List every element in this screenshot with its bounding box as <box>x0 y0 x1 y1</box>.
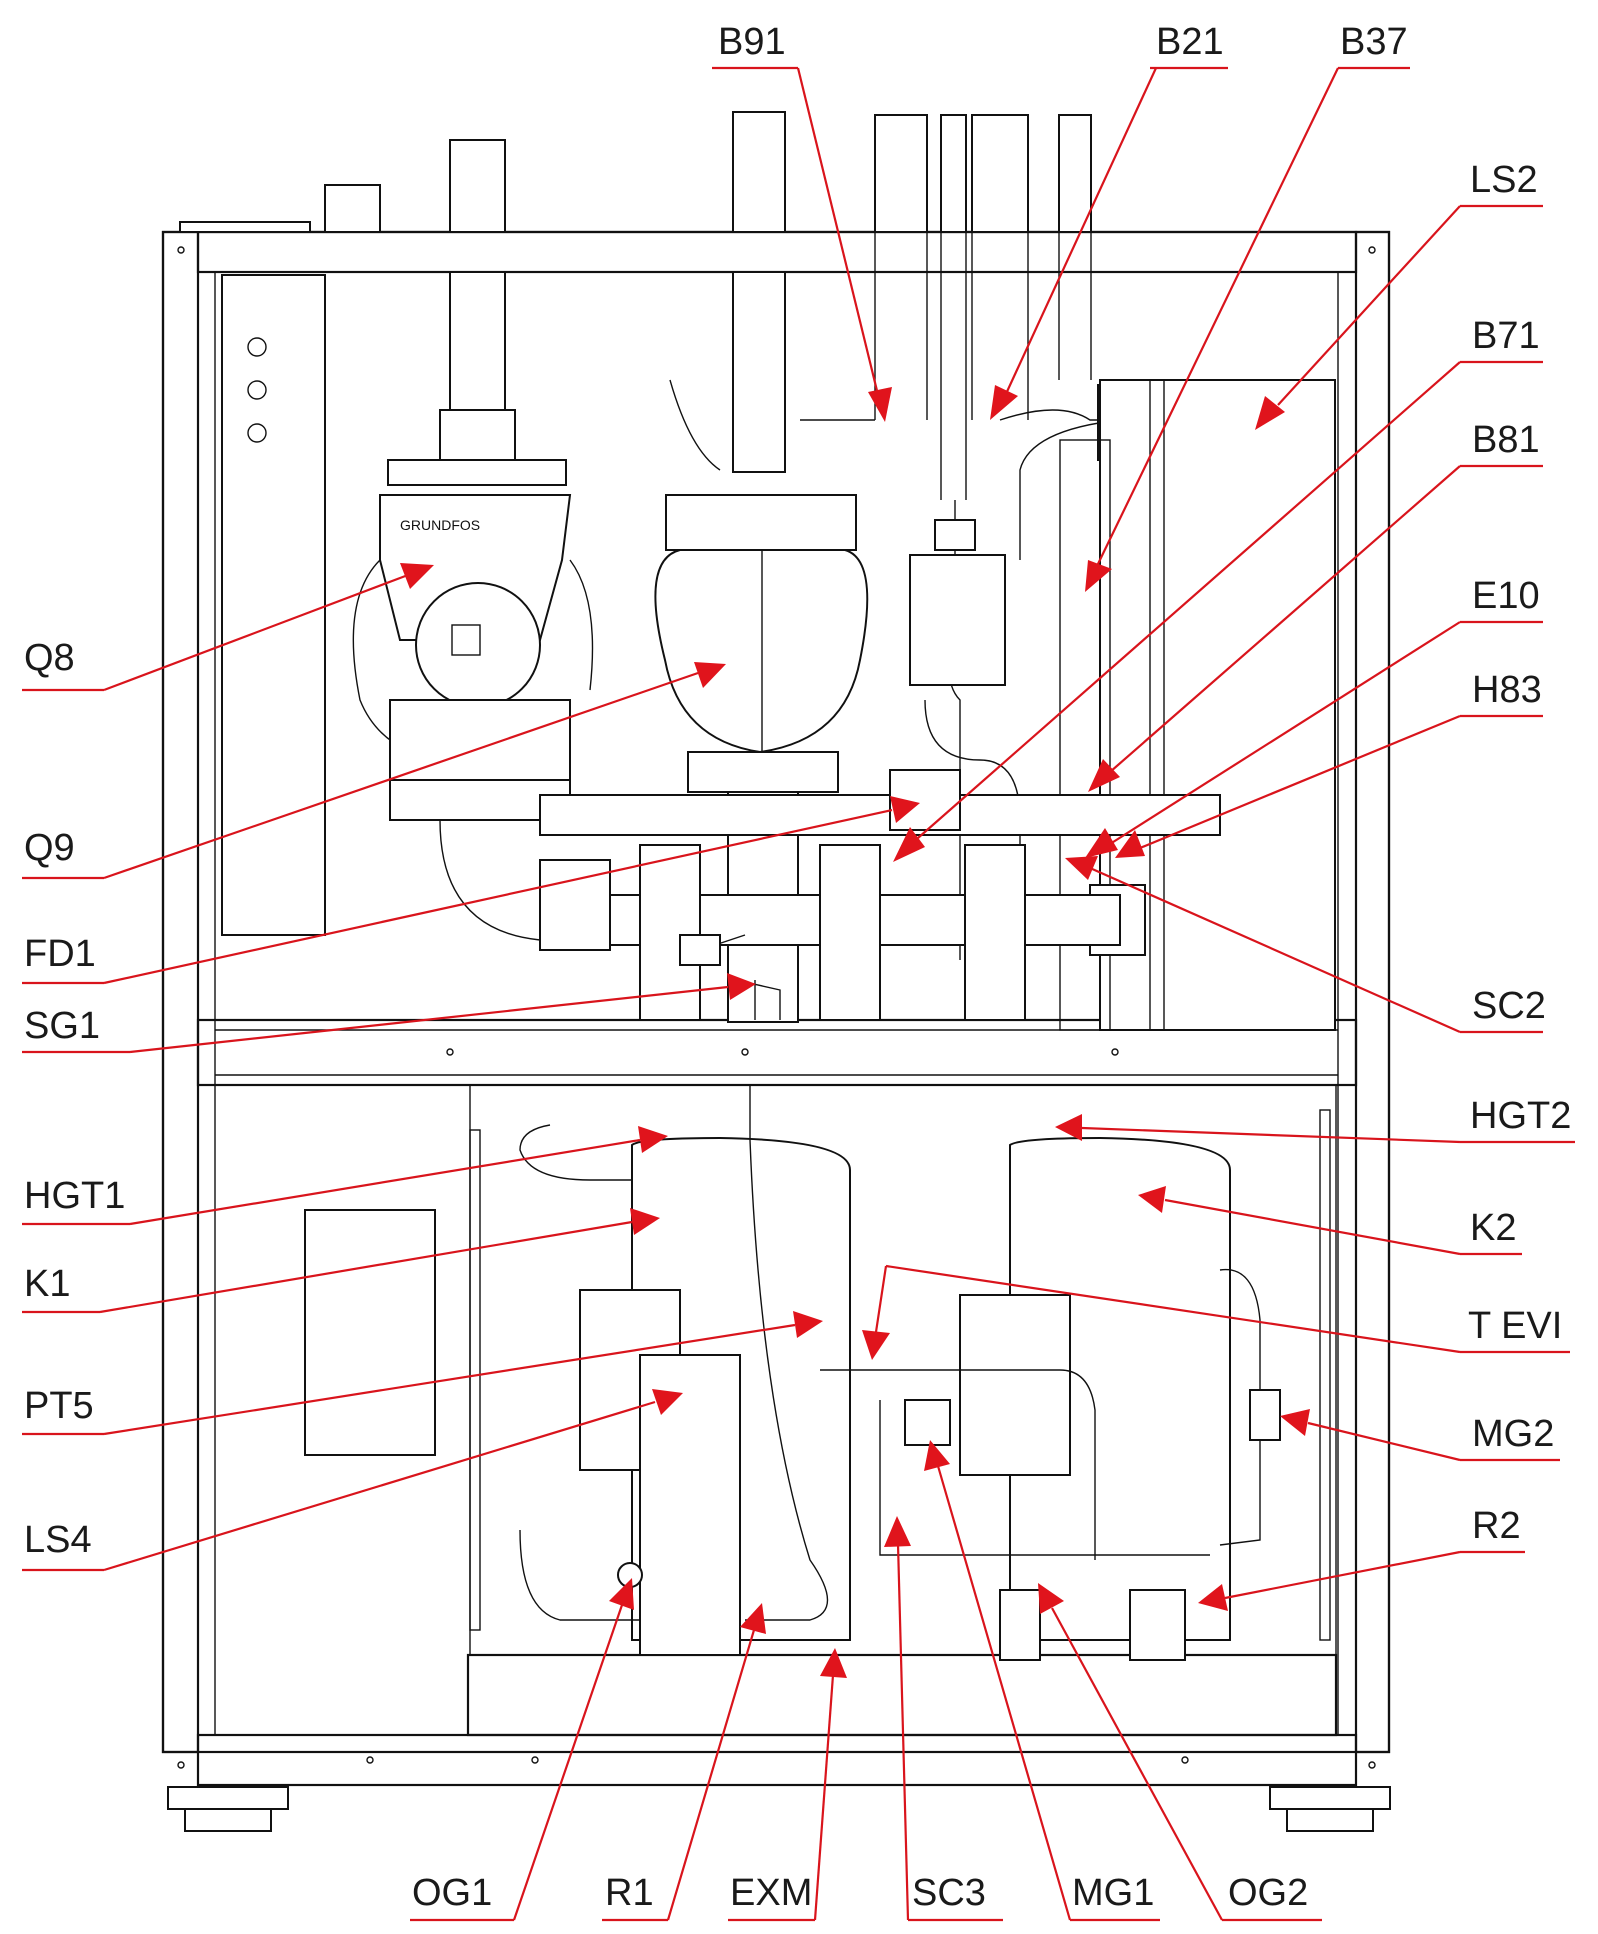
label-sg1: SG1 <box>24 1005 100 1047</box>
callout-ls4: LS4 <box>22 1389 683 1572</box>
callout-k2: K2 <box>1138 1186 1522 1256</box>
label-ls4: LS4 <box>24 1519 92 1561</box>
lower-compartment <box>304 1084 1337 1656</box>
callout-mg1: MG1 <box>924 1440 1160 1922</box>
label-q9: Q9 <box>24 827 75 869</box>
central-manifold <box>539 769 1221 1021</box>
compressor-piping <box>519 1085 1210 1661</box>
top-connection-stubs <box>179 111 1092 233</box>
callout-t-evi: T EVI <box>862 1264 1570 1360</box>
callout-e10: E10 <box>1085 575 1543 858</box>
label-pt5: PT5 <box>24 1385 94 1427</box>
label-mg2: MG2 <box>1472 1413 1554 1455</box>
callout-b91: B91 <box>712 21 892 422</box>
label-sc2: SC2 <box>1472 985 1546 1027</box>
callout-og1: OG1 <box>410 1578 634 1922</box>
label-b71: B71 <box>1472 315 1540 357</box>
callout-b71: B71 <box>893 315 1543 862</box>
callout-q8: Q8 <box>22 563 434 692</box>
callout-r1: R1 <box>602 1603 766 1922</box>
callout-ls2: LS2 <box>1255 159 1543 430</box>
label-k2: K2 <box>1470 1207 1516 1249</box>
q9-pump-vessel <box>654 271 869 1023</box>
label-og1: OG1 <box>412 1872 492 1914</box>
label-b81: B81 <box>1472 419 1540 461</box>
callout-q9: Q9 <box>22 662 726 880</box>
label-k1: K1 <box>24 1263 70 1305</box>
callout-hgt1: HGT1 <box>22 1126 668 1226</box>
label-r1: R1 <box>605 1872 654 1914</box>
label-og2: OG2 <box>1228 1872 1308 1914</box>
callout-pt5: PT5 <box>22 1311 823 1436</box>
label-b21: B21 <box>1156 21 1224 63</box>
callout-exm: EXM <box>728 1648 847 1922</box>
callout-hgt2: HGT2 <box>1055 1095 1575 1144</box>
callout-r2: R2 <box>1198 1505 1525 1611</box>
callout-b81: B81 <box>1088 419 1543 792</box>
callout-sg1: SG1 <box>22 973 756 1054</box>
label-hgt2: HGT2 <box>1470 1095 1571 1137</box>
label-q8: Q8 <box>24 637 75 679</box>
electrical-box <box>221 274 326 936</box>
callouts: B91 B21 B37 LS2 B71 <box>22 21 1575 1922</box>
q8-circulation-pump: GRUNDFOS <box>352 271 594 941</box>
label-h83: H83 <box>1472 669 1542 711</box>
callout-sc3: SC3 <box>884 1516 1003 1922</box>
k1-compressor <box>519 1124 851 1656</box>
label-b37: B37 <box>1340 21 1408 63</box>
label-t-evi: T EVI <box>1468 1305 1562 1347</box>
k2-compressor <box>959 1136 1281 1641</box>
callout-sc2: SC2 <box>1065 856 1546 1034</box>
callout-b37: B37 <box>1085 21 1410 592</box>
label-exm: EXM <box>730 1872 812 1914</box>
heat-pump-unit-drawing: GRUNDFOS <box>161 111 1391 1832</box>
pump-brand-text: GRUNDFOS <box>400 517 480 533</box>
callout-b21: B21 <box>990 21 1228 420</box>
label-r2: R2 <box>1472 1505 1521 1547</box>
label-e10: E10 <box>1472 575 1540 617</box>
callout-k1: K1 <box>22 1208 660 1314</box>
callout-og2: OG2 <box>1038 1583 1322 1922</box>
label-ls2: LS2 <box>1470 159 1538 201</box>
callout-fd1: FD1 <box>22 796 920 985</box>
callout-h83: H83 <box>1115 669 1543 858</box>
callout-mg2: MG2 <box>1280 1409 1560 1462</box>
outer-frame <box>161 230 1391 1832</box>
label-mg1: MG1 <box>1072 1872 1154 1914</box>
label-fd1: FD1 <box>24 933 96 975</box>
label-sc3: SC3 <box>912 1872 986 1914</box>
label-hgt1: HGT1 <box>24 1175 125 1217</box>
label-b91: B91 <box>718 21 786 63</box>
